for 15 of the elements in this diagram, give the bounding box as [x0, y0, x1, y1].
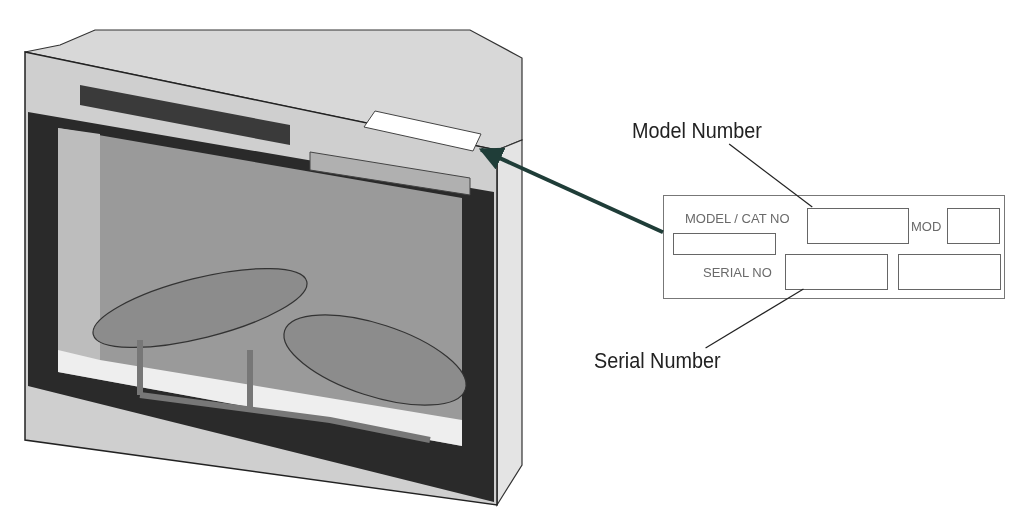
arrow — [478, 147, 664, 235]
leader-line — [704, 288, 805, 349]
callout-label: Serial Number — [594, 348, 721, 374]
callout-label: Model Number — [632, 118, 762, 144]
blank-field — [898, 254, 1001, 290]
blank-field — [947, 208, 1000, 244]
blank-field — [785, 254, 888, 290]
blank-field — [673, 233, 776, 255]
blank-field — [807, 208, 909, 244]
field-label: SERIAL NO — [703, 265, 772, 281]
label-area — [363, 110, 481, 152]
leader-line — [728, 143, 813, 208]
rating-plate — [663, 195, 1005, 299]
field-label: MOD — [911, 219, 942, 235]
field-label: MODEL / CAT NO — [685, 211, 790, 227]
